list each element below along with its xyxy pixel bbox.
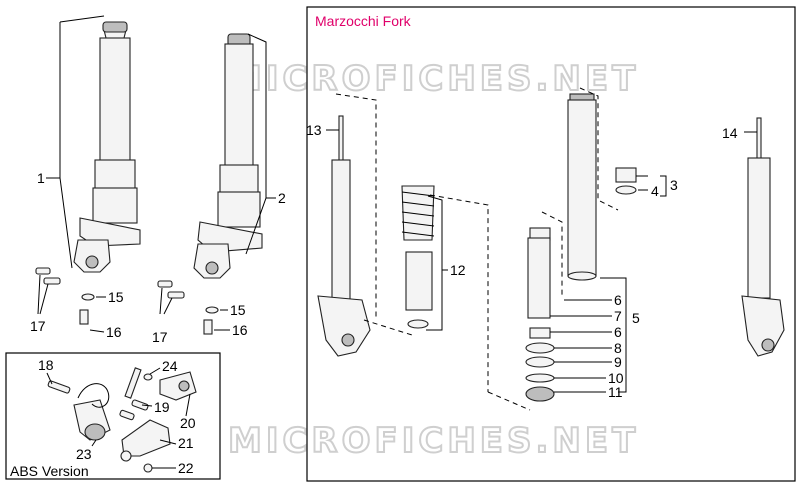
callout-12: 12 <box>450 262 466 278</box>
bolts-group-a <box>35 267 95 325</box>
callout-9: 9 <box>614 354 622 370</box>
marzocchi-title: Marzocchi Fork <box>315 13 412 29</box>
callout-21: 21 <box>178 435 194 451</box>
callout-6b: 6 <box>614 324 622 340</box>
callout-16a: 16 <box>106 324 122 340</box>
callout-6a: 6 <box>614 292 622 308</box>
callout-3: 3 <box>670 177 678 193</box>
abs-sensor-assembly <box>47 367 197 473</box>
callout-23: 23 <box>76 446 92 462</box>
fork-leg-right <box>193 33 263 279</box>
spring-set-12 <box>401 185 435 329</box>
watermark-top: MICROFICHES.NET <box>228 59 639 99</box>
callout-10: 10 <box>608 370 624 386</box>
callout-5: 5 <box>632 310 640 326</box>
callout-20: 20 <box>180 415 196 431</box>
callout-7: 7 <box>614 308 622 324</box>
callout-24: 24 <box>162 358 178 374</box>
callout-14: 14 <box>722 125 738 141</box>
leader-2 <box>245 33 267 255</box>
fork-leg-left <box>73 21 141 273</box>
abs-frame <box>5 352 221 480</box>
callout-8: 8 <box>614 340 622 356</box>
damper-cartridge-13 <box>317 115 371 357</box>
outer-tube-assembly <box>525 93 597 402</box>
callout-15b: 15 <box>230 302 246 318</box>
bolts-group-b <box>157 280 219 335</box>
callout-13: 13 <box>306 122 322 138</box>
callout-18: 18 <box>38 357 54 373</box>
callouts-right-column: 6 7 6 8 9 10 11 5 <box>550 277 640 400</box>
abs-label: ABS Version <box>10 463 89 479</box>
leader-1 <box>59 22 73 269</box>
marzocchi-frame <box>306 6 796 482</box>
fork-leg-assembled-14 <box>741 117 785 357</box>
fork-cap-4 <box>615 167 637 195</box>
callout-1: 1 <box>37 170 45 186</box>
callout-11: 11 <box>608 384 623 400</box>
callout-17b: 17 <box>152 329 168 345</box>
callout-15a: 15 <box>108 289 124 305</box>
callout-22: 22 <box>178 460 194 476</box>
callout-2: 2 <box>278 190 286 206</box>
watermark-bottom: MICROFICHES.NET <box>228 421 639 461</box>
callout-17a: 17 <box>30 318 46 334</box>
callout-4: 4 <box>651 183 659 199</box>
callout-19: 19 <box>154 399 170 415</box>
callout-16b: 16 <box>232 322 248 338</box>
